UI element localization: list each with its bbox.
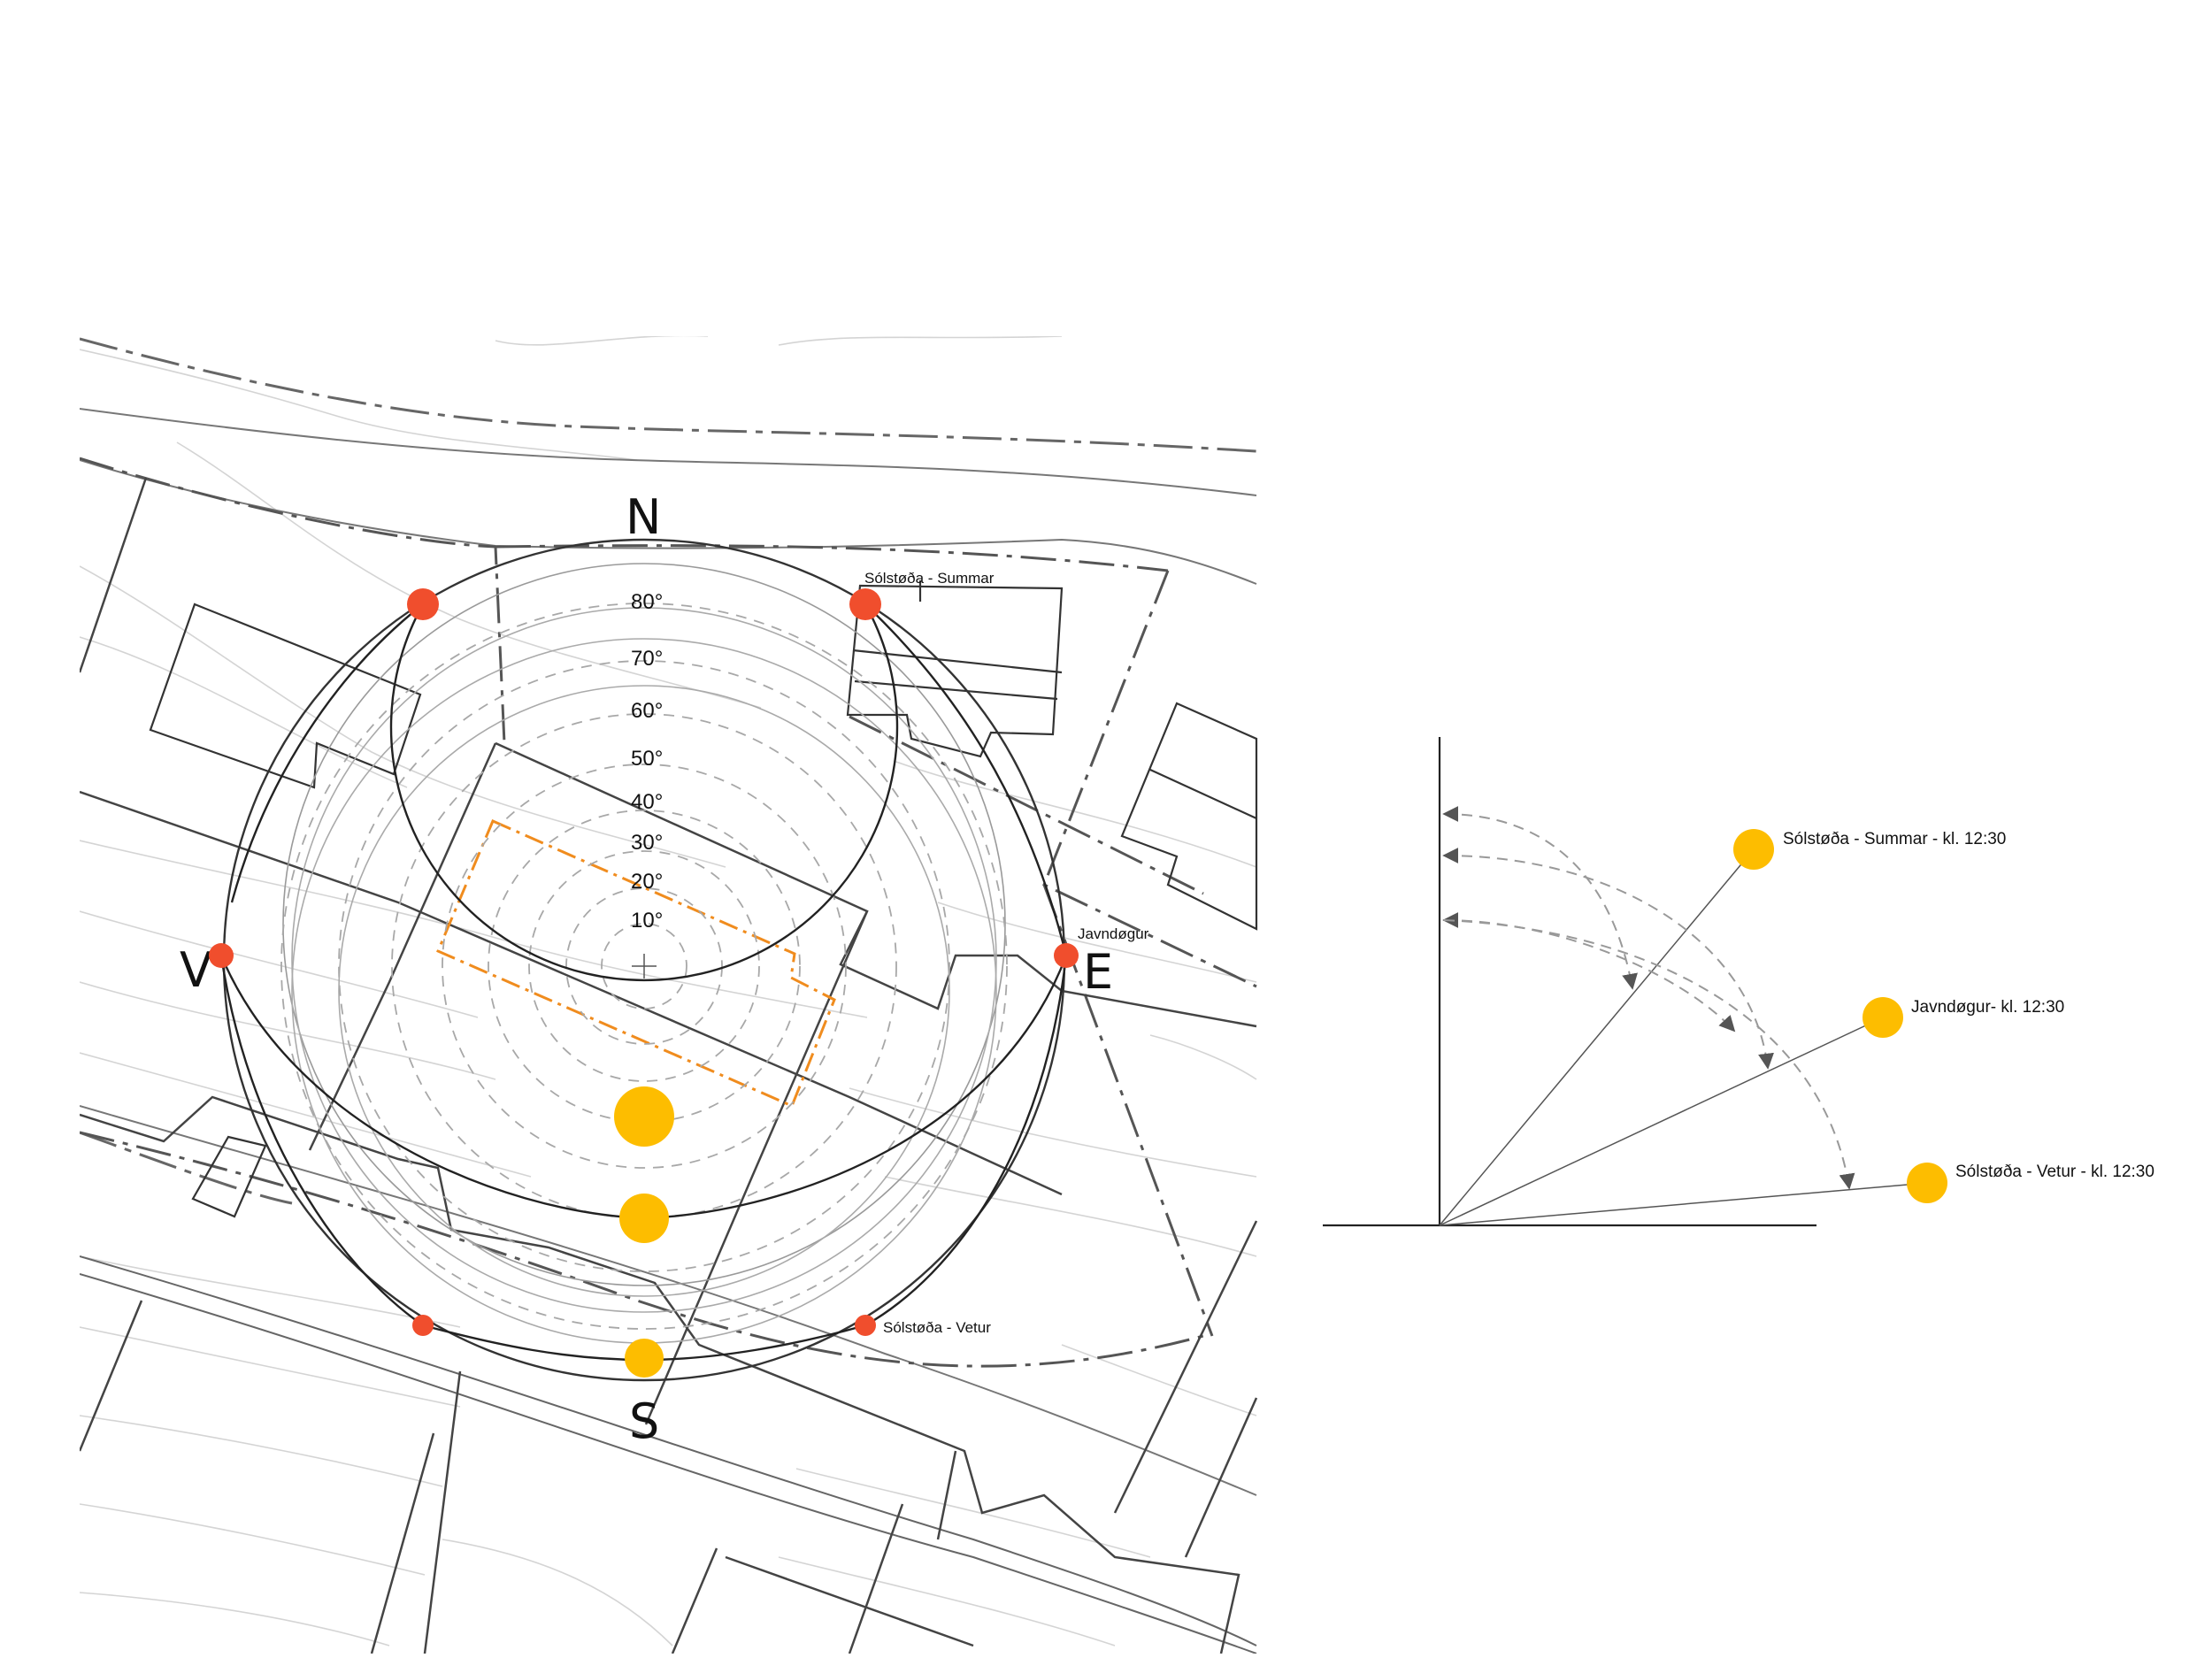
altitude-label-10: 10° xyxy=(631,909,663,933)
summer-sunrise-dot xyxy=(849,588,881,620)
equinox-noon-sun-elevation xyxy=(1863,997,1903,1038)
site-map xyxy=(80,336,1258,1654)
compass-south: S xyxy=(629,1393,659,1449)
altitude-label-40: 40° xyxy=(631,790,663,814)
summer-path-label: Sólstøða - Summar xyxy=(864,570,995,587)
altitude-label-20: 20° xyxy=(631,870,663,894)
altitude-label-60: 60° xyxy=(631,699,663,723)
west-diag-arc xyxy=(230,603,424,903)
equinox-noon-label: Javndøgur- kl. 12:30 xyxy=(1911,998,2064,1017)
sunrise-sunset-markers xyxy=(209,588,1079,1336)
equinox-sunrise-dot xyxy=(1054,943,1079,968)
winter-sunrise-dot xyxy=(855,1315,876,1336)
altitude-labels: 80° 70° 60° 50° 40° 30° 20° 10° xyxy=(631,590,663,933)
buildings xyxy=(149,580,1258,1218)
equinox-sunset-dot xyxy=(209,943,234,968)
equinox-path-label: Javndøgur xyxy=(1078,925,1149,942)
altitude-label-30: 30° xyxy=(631,831,663,855)
parcel-lines xyxy=(80,477,1258,1654)
noon-elevation-diagram: Sólstøða - Summar - kl. 12:30 Javndøgur-… xyxy=(1323,737,2154,1227)
elevation-arcs xyxy=(1442,806,1855,1190)
summer-noon-sun xyxy=(614,1086,674,1147)
compass-north: N xyxy=(626,489,661,545)
property-boundaries xyxy=(80,457,1257,1368)
altitude-label-80: 80° xyxy=(631,590,663,614)
compass-west: V xyxy=(180,942,212,998)
east-diag-arc xyxy=(864,603,1068,956)
winter-noon-sun-elevation xyxy=(1907,1163,1947,1203)
roads xyxy=(80,337,1257,1654)
altitude-label-70: 70° xyxy=(631,647,663,671)
sun-rays xyxy=(1439,848,1928,1226)
compass-labels: N S E V xyxy=(180,489,1113,1449)
altitude-label-50: 50° xyxy=(631,747,663,771)
summer-noon-label: Sólstøða - Summar - kl. 12:30 xyxy=(1783,830,2006,848)
winter-noon-sun xyxy=(625,1339,664,1378)
sun-path-chart: 80° 70° 60° 50° 40° 30° 20° 10° N S E V xyxy=(180,489,1149,1449)
center-cross xyxy=(632,954,657,979)
summer-arc xyxy=(389,603,899,982)
contour-lines xyxy=(80,336,1257,1646)
compass-east: E xyxy=(1083,944,1113,1000)
west-lower-arc xyxy=(219,955,424,1326)
summer-sunset-dot xyxy=(407,588,439,620)
winter-noon-label: Sólstøða - Vetur - kl. 12:30 xyxy=(1955,1163,2154,1181)
east-lower-arc xyxy=(864,955,1068,1327)
winter-path-label: Sólstøða - Vetur xyxy=(883,1319,991,1336)
noon-sun-markers xyxy=(614,1086,674,1378)
summer-noon-sun-elevation xyxy=(1733,829,1774,870)
equinox-noon-sun xyxy=(619,1194,669,1243)
winter-sunset-dot xyxy=(412,1315,434,1336)
site-outline xyxy=(436,819,836,1108)
